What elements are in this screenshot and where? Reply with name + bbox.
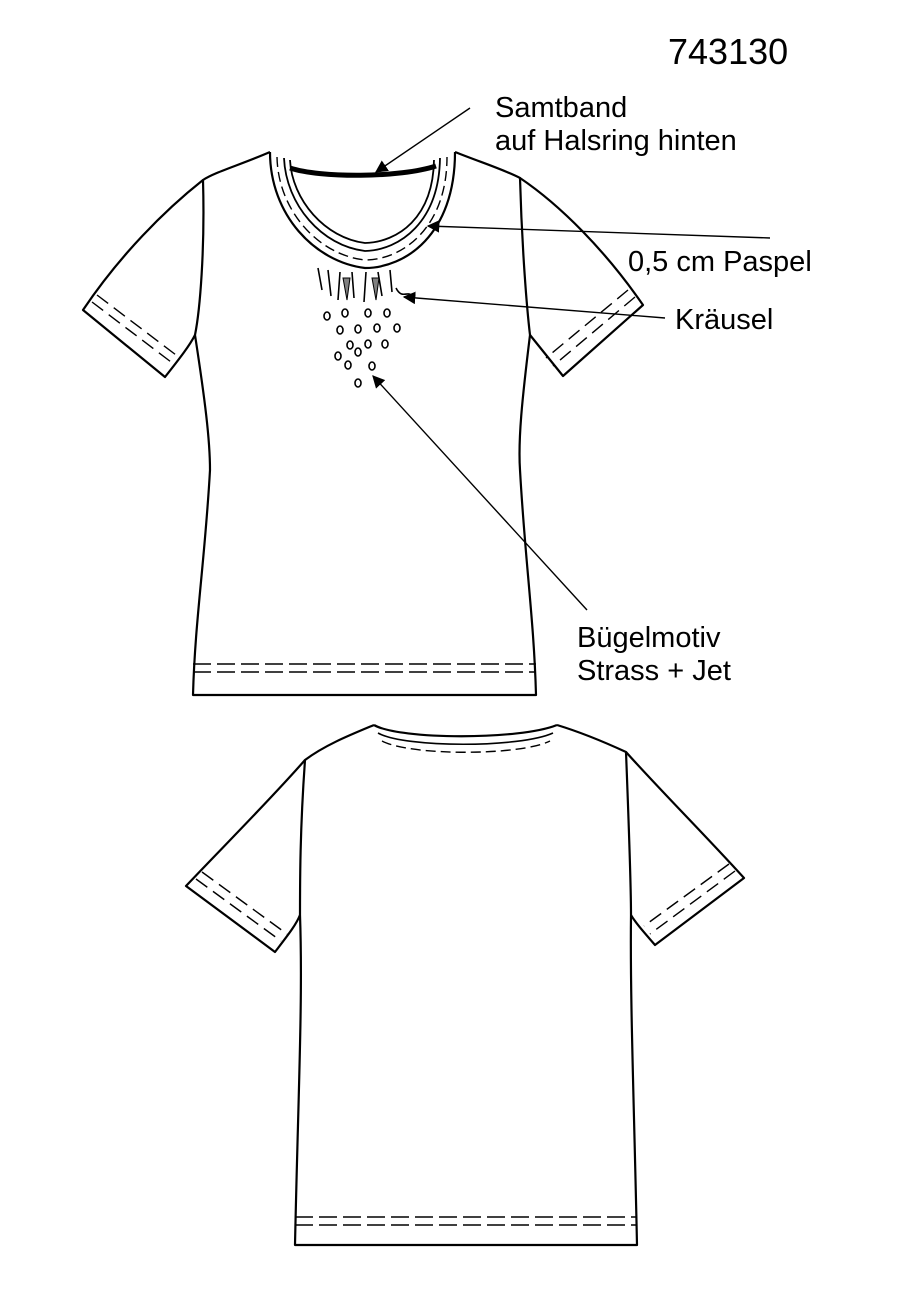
- rhinestone-dots: [323, 308, 401, 388]
- label-velvet-ribbon-line2: auf Halsring hinten: [495, 125, 737, 157]
- back-view: [184, 723, 746, 1247]
- front-body-outline: [191, 150, 538, 697]
- label-velvet-ribbon-line1: Samtband: [495, 92, 628, 124]
- back-left-sleeve: [184, 759, 306, 954]
- back-right-sleeve-hem-stitch: [643, 863, 736, 935]
- front-neckline-piping: [283, 157, 441, 252]
- leader-velvet-ribbon: [374, 107, 471, 173]
- leader-motif: [372, 375, 588, 611]
- front-left-sleeve: [81, 179, 204, 379]
- back-neckline: [373, 723, 558, 738]
- front-hem-stitch: [193, 663, 536, 673]
- iron-on-motif: [317, 267, 413, 388]
- label-iron-on-motif-line1: Bügelmotiv: [577, 622, 721, 654]
- back-neckline-topstitch: [381, 740, 551, 753]
- back-right-sleeve: [625, 751, 746, 947]
- gathering-ruffle: [317, 267, 413, 303]
- back-body-outline: [293, 723, 639, 1247]
- leader-piping: [426, 220, 771, 239]
- front-neckline-outer: [268, 151, 457, 270]
- leader-gathering: [402, 291, 666, 319]
- back-neck-velvet-ribbon: [289, 163, 437, 178]
- leader-lines: [372, 107, 771, 611]
- label-iron-on-motif-line2: Strass + Jet: [577, 655, 731, 687]
- motif-dark-drops: [342, 277, 380, 301]
- front-right-sleeve: [519, 177, 645, 378]
- back-neckline-band: [377, 732, 554, 746]
- front-left-sleeve-hem-stitch: [91, 294, 181, 366]
- label-piping: 0,5 cm Paspel: [628, 246, 812, 278]
- label-velvet-ribbon: Samtband auf Halsring hinten: [495, 92, 737, 158]
- label-gathering: Kräusel: [675, 304, 774, 336]
- front-right-sleeve-hem-stitch: [545, 289, 636, 367]
- front-neckline-topstitch: [276, 156, 448, 261]
- back-hem-stitch: [295, 1216, 637, 1226]
- article-number: 743130: [668, 31, 789, 72]
- back-left-sleeve-hem-stitch: [195, 871, 288, 942]
- front-view: [81, 150, 645, 697]
- front-neckline-inner: [289, 159, 435, 244]
- label-iron-on-motif: Bügelmotiv Strass + Jet: [577, 622, 731, 688]
